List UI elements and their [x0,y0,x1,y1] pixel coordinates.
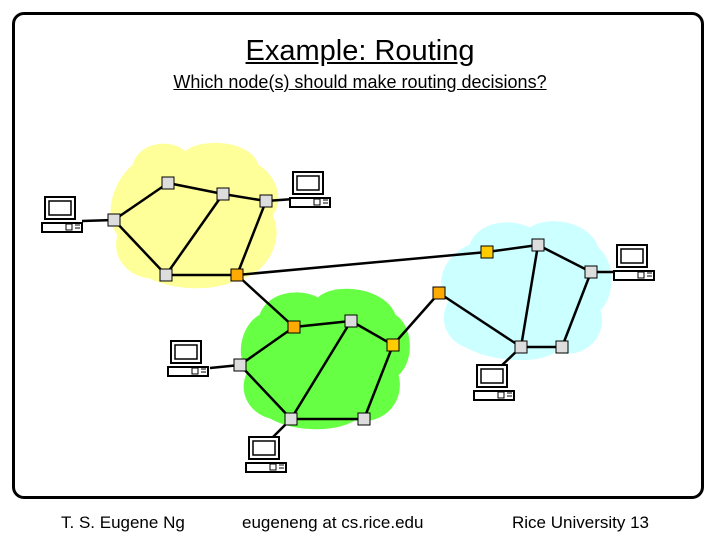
link [362,344,395,420]
computer-icon [613,244,655,281]
router-icon [344,314,358,328]
link [239,325,295,367]
link [486,243,539,254]
link [239,364,292,420]
router-icon [531,238,545,252]
cyan-network-cloud [441,221,612,361]
link [222,192,267,203]
footer-email: eugeneng at cs.rice.edu [242,513,424,532]
router-icon [357,412,371,426]
link [235,200,268,276]
yellow-network-cloud [110,142,279,289]
router-icon [230,268,244,282]
link [164,193,225,276]
router-icon [233,358,247,372]
slide-title: Example: Routing [245,35,475,67]
router-icon [259,194,273,208]
router-icon [555,340,569,354]
router-icon [287,320,301,334]
link [392,292,440,346]
link [519,244,540,348]
router-icon [284,412,298,426]
link [537,243,592,274]
link [236,274,295,328]
computer-icon [289,171,331,208]
link [293,319,352,329]
slide-subtitle: Which node(s) should make routing decisi… [173,72,547,92]
router-icon [107,213,121,227]
link [236,250,488,277]
router-icon [514,340,528,354]
link [289,320,353,420]
footer-author: T. S. Eugene Ng [61,513,185,532]
computer-icon [41,196,83,233]
router-icon [480,245,494,259]
link [167,181,224,196]
link [438,291,522,349]
router-icon [161,176,175,190]
green-network-cloud [240,288,410,430]
router-icon [432,286,446,300]
link [350,319,394,347]
computer-icon [473,364,515,401]
router-icon [159,268,173,282]
router-icon [386,338,400,352]
routers [107,176,598,426]
link [560,271,593,348]
computer-icon [245,436,287,473]
footer-institution: Rice University 13 [512,513,649,532]
link [113,219,167,276]
link [113,181,169,222]
computer-icon [167,340,209,377]
router-icon [216,187,230,201]
router-icon [584,265,598,279]
